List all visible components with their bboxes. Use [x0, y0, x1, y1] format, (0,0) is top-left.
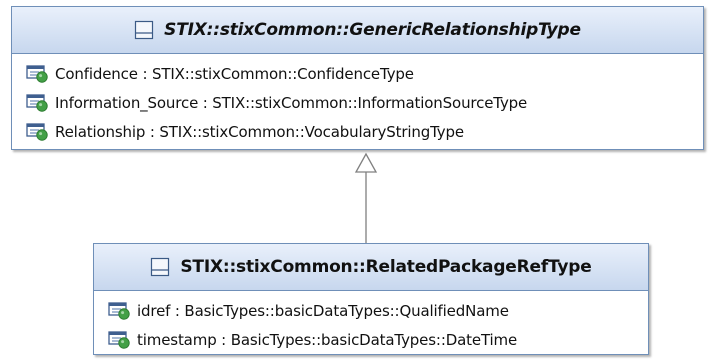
attribute-text: Confidence : STIX::stixCommon::Confidenc…: [55, 64, 414, 83]
attribute-row[interactable]: idref : BasicTypes::basicDataTypes::Qual…: [94, 296, 648, 325]
attribute-icon: [26, 93, 48, 112]
generalization-arrowhead: [354, 152, 378, 173]
class-header: STIX::stixCommon::RelatedPackageRefType: [94, 244, 648, 291]
class-header: STIX::stixCommon::GenericRelationshipTyp…: [12, 7, 703, 54]
related-package-ref-type-class[interactable]: STIX::stixCommon::RelatedPackageRefType …: [93, 243, 649, 355]
attribute-list: Confidence : STIX::stixCommon::Confidenc…: [12, 54, 703, 146]
attribute-icon: [26, 64, 48, 83]
attribute-text: idref : BasicTypes::basicDataTypes::Qual…: [137, 301, 509, 320]
attribute-text: Relationship : STIX::stixCommon::Vocabul…: [55, 122, 464, 141]
attribute-icon: [108, 330, 130, 349]
generic-relationship-type-class[interactable]: STIX::stixCommon::GenericRelationshipTyp…: [11, 6, 704, 150]
class-name: STIX::stixCommon::RelatedPackageRefType: [180, 257, 592, 277]
class-name: STIX::stixCommon::GenericRelationshipTyp…: [164, 20, 581, 40]
attribute-text: timestamp : BasicTypes::basicDataTypes::…: [137, 330, 518, 349]
class-icon: [135, 20, 154, 40]
attribute-list: idref : BasicTypes::basicDataTypes::Qual…: [94, 291, 648, 354]
class-icon: [151, 257, 170, 277]
attribute-text: Information_Source : STIX::stixCommon::I…: [55, 93, 528, 112]
attribute-icon: [108, 301, 130, 320]
attribute-row[interactable]: timestamp : BasicTypes::basicDataTypes::…: [94, 325, 648, 354]
attribute-row[interactable]: Information_Source : STIX::stixCommon::I…: [12, 88, 703, 117]
attribute-icon: [26, 122, 48, 141]
attribute-row[interactable]: Relationship : STIX::stixCommon::Vocabul…: [12, 117, 703, 146]
attribute-row[interactable]: Confidence : STIX::stixCommon::Confidenc…: [12, 59, 703, 88]
